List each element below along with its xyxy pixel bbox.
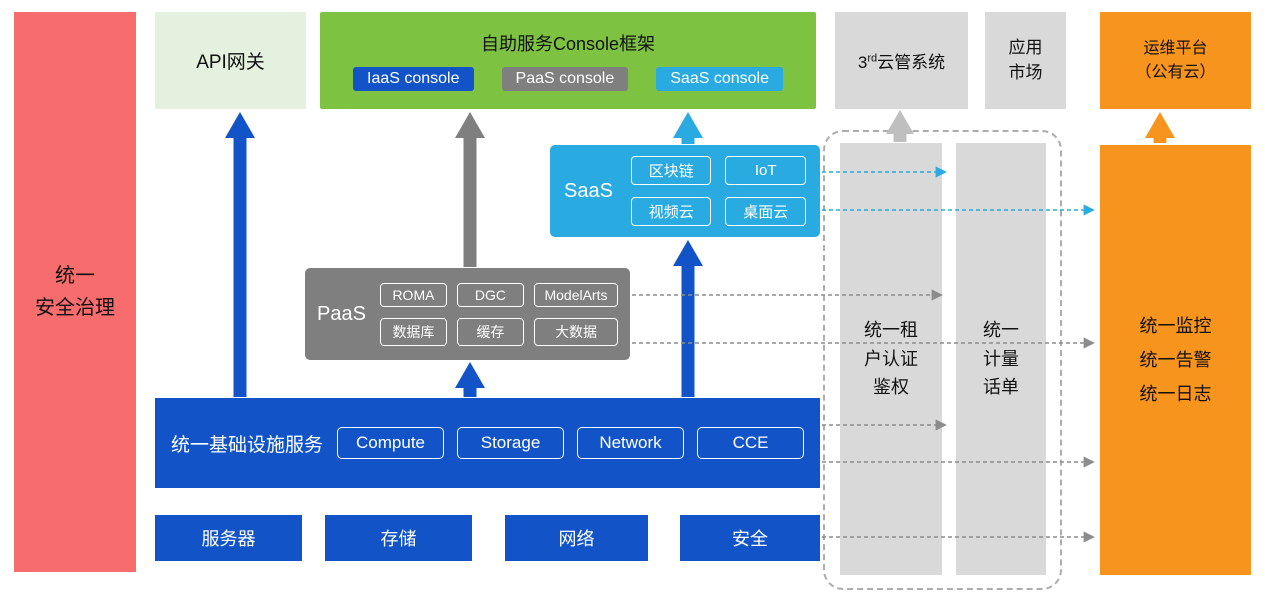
om-platform-label: 运维平台 （公有云） [1135, 39, 1216, 81]
shared-services-group [823, 130, 1062, 590]
arrow-infra-to-saas [673, 240, 703, 397]
paas-item-modelarts: ModelArts [533, 282, 618, 307]
metering-bar: 统一 计量 话单 [956, 143, 1046, 575]
tenant-auth-label: 统一租 户认证 鉴权 [864, 319, 918, 398]
arrow-paas-to-console [455, 112, 485, 267]
console-framework-title: 自助服务Console框架 [480, 34, 656, 54]
unified-security-governance-bar: 统一 安全治理 [14, 12, 136, 572]
arrow-infra-to-paas [455, 362, 485, 397]
third-party-cloud-mgmt-box: 3rd云管系统 [835, 12, 968, 109]
om-platform-box: 运维平台 （公有云） [1100, 12, 1251, 109]
api-gateway-label: API网关 [196, 52, 265, 73]
infra-item-compute: Compute [337, 427, 445, 459]
paas-item-roma: ROMA [379, 282, 447, 307]
iaas-console-button: IaaS console [353, 67, 474, 91]
saas-item-desktop-cloud: 桌面云 [725, 197, 806, 226]
paas-item-cache: 缓存 [456, 317, 524, 346]
paas-item-database: 数据库 [379, 317, 447, 346]
paas-box: PaaS ROMA DGC ModelArts 数据库 缓存 大数据 [305, 268, 630, 360]
monitoring-bar: 统一监控 统一告警 统一日志 [1100, 145, 1251, 575]
saas-console-button: SaaS console [656, 67, 783, 91]
security-bar-label: 统一 安全治理 [35, 265, 115, 319]
api-gateway-box: API网关 [155, 12, 306, 109]
arrow-monitor-to-om-platform [1145, 112, 1175, 143]
infrastructure-items-row: Compute Storage Network CCE [337, 427, 805, 459]
app-market-box: 应用 市场 [985, 12, 1066, 109]
infrastructure-label: 统一基础设施服务 [171, 434, 324, 456]
saas-item-blockchain: 区块链 [630, 156, 712, 185]
saas-item-iot: IoT [725, 156, 806, 185]
tenant-auth-bar: 统一租 户认证 鉴权 [840, 143, 942, 575]
infra-item-network: Network [577, 427, 685, 459]
arrow-saas-to-console [673, 112, 703, 144]
paas-console-button: PaaS console [501, 67, 629, 91]
saas-box: SaaS 区块链 IoT 视频云 桌面云 [550, 145, 820, 237]
hardware-box-storage: 存储 [325, 515, 472, 561]
infrastructure-bar: 统一基础设施服务 Compute Storage Network CCE [155, 398, 820, 488]
paas-label: PaaS [317, 302, 366, 325]
paas-item-dgc: DGC [456, 282, 524, 307]
console-buttons-row: IaaS console PaaS console SaaS console [353, 67, 783, 91]
arrow-infra-to-api-gateway [225, 112, 255, 397]
infra-item-cce: CCE [697, 427, 805, 459]
hardware-box-network: 网络 [505, 515, 648, 561]
infra-item-storage: Storage [457, 427, 565, 459]
third-party-cms-label: 3rd云管系统 [857, 52, 946, 72]
console-framework-box: 自助服务Console框架 IaaS console PaaS console … [320, 12, 816, 109]
paas-items-grid: ROMA DGC ModelArts 数据库 缓存 大数据 [379, 282, 618, 346]
app-market-label: 应用 市场 [1008, 37, 1043, 82]
saas-items-grid: 区块链 IoT 视频云 桌面云 [630, 156, 806, 226]
monitoring-label: 统一监控 统一告警 统一日志 [1139, 315, 1212, 405]
saas-label: SaaS [564, 179, 613, 202]
hardware-box-security: 安全 [680, 515, 820, 561]
saas-item-video-cloud: 视频云 [630, 197, 712, 226]
paas-item-big-data: 大数据 [533, 317, 618, 346]
hardware-box-server: 服务器 [155, 515, 302, 561]
metering-label: 统一 计量 话单 [983, 319, 1019, 398]
